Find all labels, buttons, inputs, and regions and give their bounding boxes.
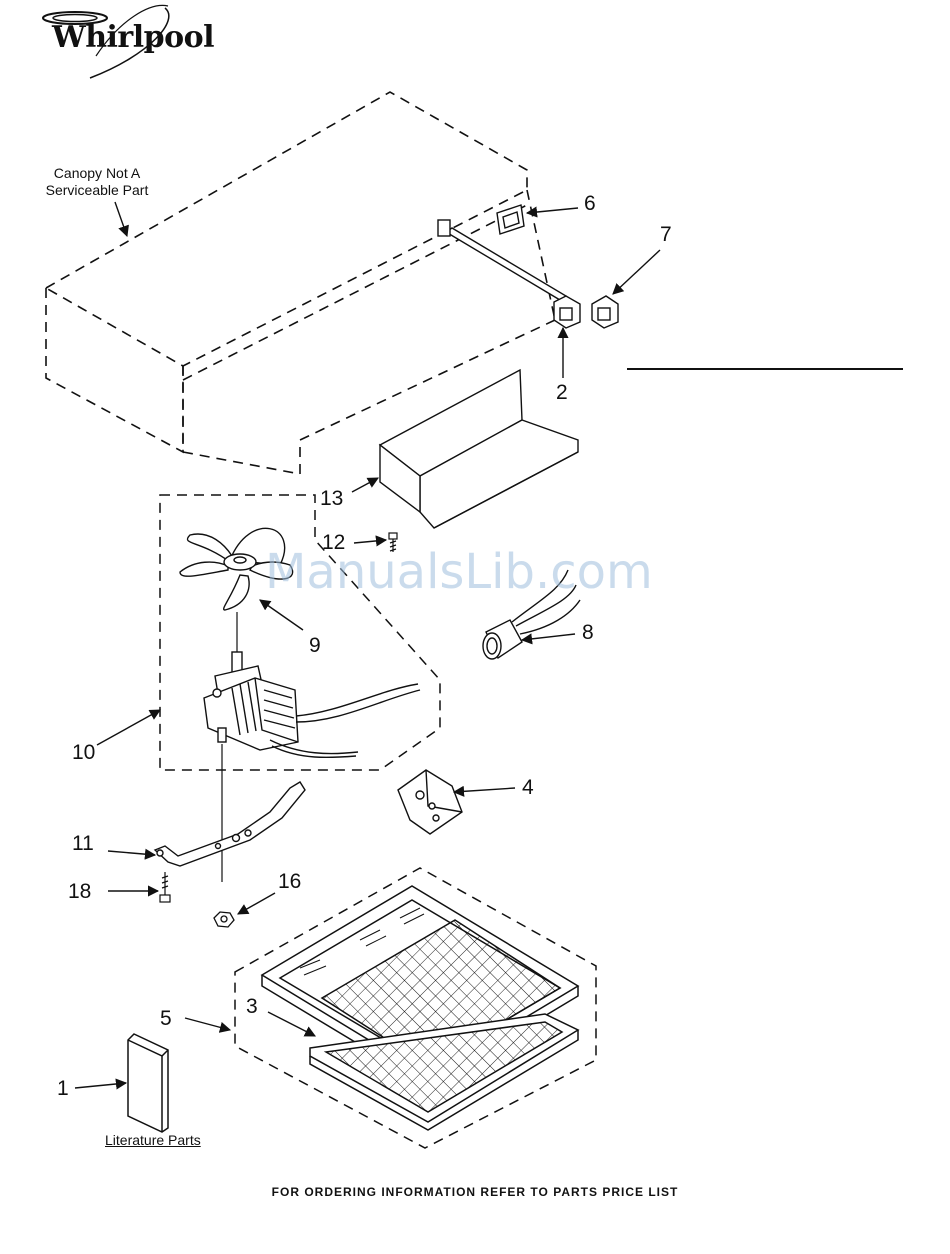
callout-6: 6 [584,192,596,216]
callout-3: 3 [246,995,258,1019]
callout-9: 9 [309,634,321,658]
part-6-plate [497,205,524,234]
part-13-panel [380,370,578,528]
canopy-note-line1: Canopy Not A [38,165,156,182]
callout-16: 16 [278,870,301,894]
callout-4: 4 [522,776,534,800]
callout-18: 18 [68,880,91,904]
canopy-note-line2: Serviceable Part [38,182,156,199]
part-18-screw [160,872,170,902]
part-3-filter-lower [310,1014,578,1130]
callout-13: 13 [320,487,343,511]
part-11-bracket [155,782,305,866]
part-10-motor [204,652,420,757]
literature-parts-label: Literature Parts [105,1132,201,1148]
callout-5: 5 [160,1007,172,1031]
callout-12: 12 [322,531,345,555]
callout-8: 8 [582,621,594,645]
canopy-note: Canopy Not A Serviceable Part [38,165,156,199]
callout-2: 2 [556,381,568,405]
brand-name: Whirlpool [52,20,214,55]
callout-7: 7 [660,223,672,247]
part-1-literature-book [128,1034,168,1132]
switch-assembly [438,220,618,328]
callout-11: 11 [72,832,94,856]
ordering-info-footer: FOR ORDERING INFORMATION REFER TO PARTS … [0,1185,950,1199]
callout-1: 1 [57,1077,69,1101]
part-16-nut [214,912,234,927]
callout-10: 10 [72,741,95,765]
part-4-clip [398,770,462,834]
